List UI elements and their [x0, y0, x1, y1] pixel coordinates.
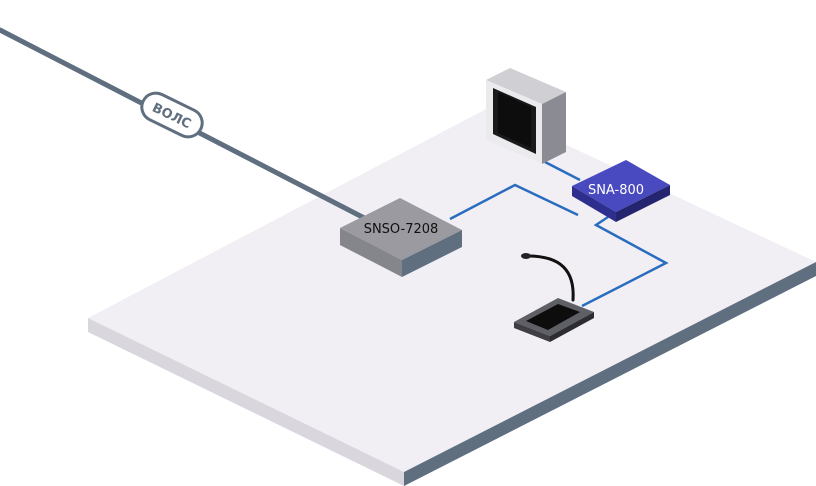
floor-top — [88, 108, 816, 472]
floor-right-side — [404, 262, 816, 486]
floor-left-side — [88, 318, 404, 486]
link-switch-to-amplifier — [449, 183, 579, 221]
link-monitor-to-amplifier — [544, 160, 581, 182]
fiber-line: ВОЛС — [0, 27, 375, 225]
links — [449, 160, 669, 308]
fiber-label-badge: ВОЛС — [140, 91, 204, 139]
wall-monitor-icon — [486, 68, 566, 164]
switch-label: SNSO-7208 — [364, 222, 439, 237]
switch-device: SNSO-7208 — [340, 198, 462, 277]
paging-microphone-icon — [514, 253, 594, 342]
floor-slab — [88, 108, 816, 486]
amplifier-device: SNA-800 — [572, 160, 670, 222]
amplifier-label: SNA-800 — [588, 183, 644, 198]
link-amplifier-to-microphone — [581, 215, 669, 308]
